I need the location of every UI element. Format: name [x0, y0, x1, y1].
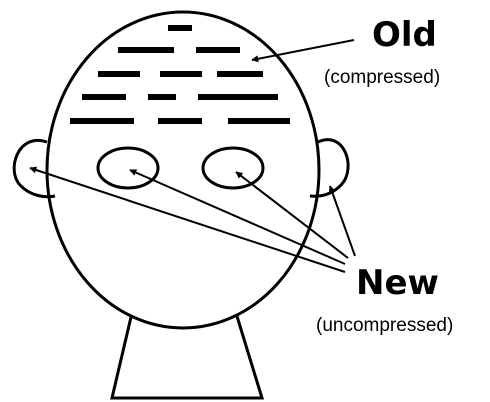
old-note: (compressed) — [324, 68, 440, 88]
dash — [148, 94, 176, 100]
dash — [158, 118, 202, 124]
arrow-to-right-ear — [330, 186, 355, 256]
dash — [217, 71, 263, 77]
dash — [196, 47, 240, 53]
old-label: Old — [372, 18, 437, 52]
new-label: New — [356, 266, 439, 300]
dash — [168, 25, 192, 31]
dash — [228, 118, 290, 124]
dash — [82, 94, 126, 100]
dash — [118, 47, 174, 53]
dash — [198, 94, 278, 100]
new-note: (uncompressed) — [316, 316, 453, 336]
dash — [70, 118, 134, 124]
dash — [98, 71, 140, 77]
dash — [160, 71, 202, 77]
head-outline — [47, 12, 319, 328]
